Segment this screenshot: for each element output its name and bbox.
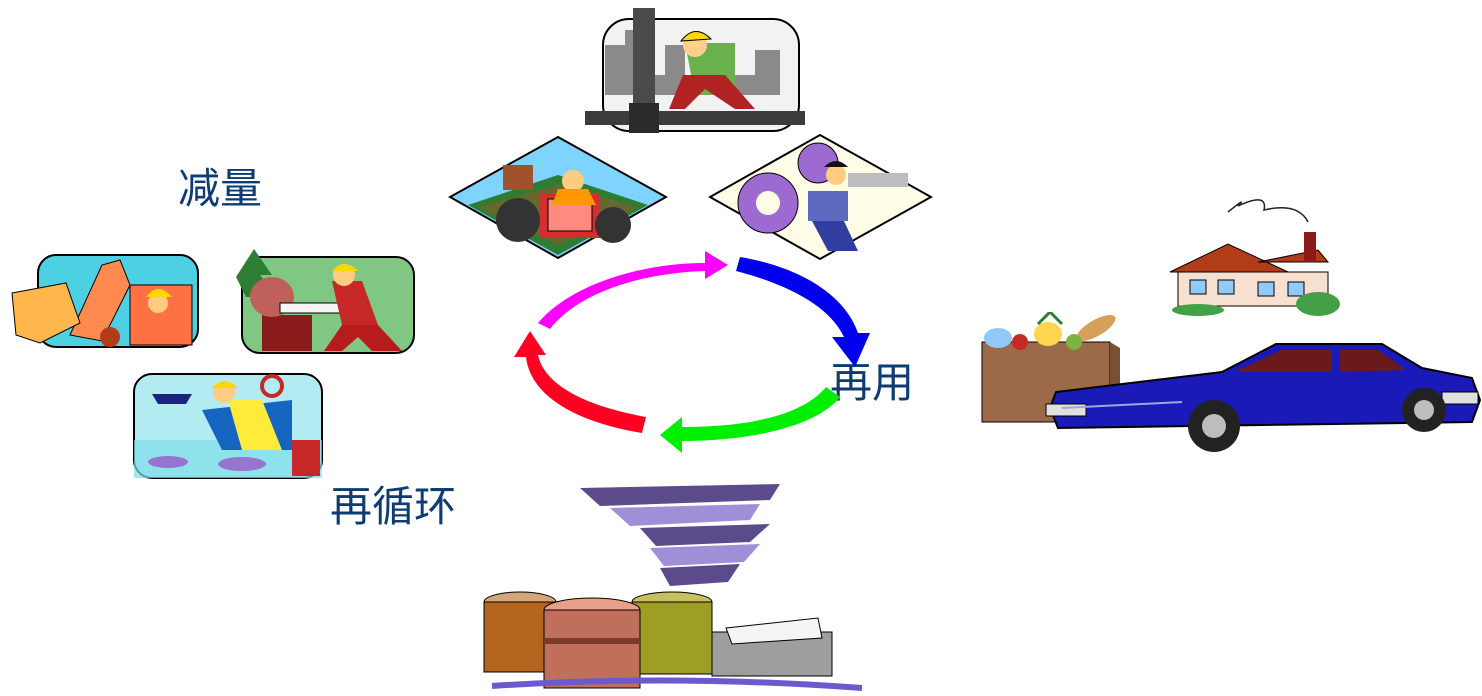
- construction-worker-icon: [585, 8, 805, 133]
- car-icon: [1045, 343, 1482, 452]
- machinist-gears-icon: [708, 133, 933, 261]
- arrow-red: [514, 331, 646, 433]
- fisherman-icon: [133, 373, 323, 479]
- arrow-blue: [736, 257, 870, 367]
- label-reuse: 再用: [830, 358, 915, 407]
- label-recycle: 再循环: [330, 482, 457, 531]
- arrow-green: [660, 387, 840, 453]
- cycle-arrows: [514, 251, 870, 453]
- barrels-icon: [483, 591, 863, 691]
- grocery-bag-icon: [981, 312, 1120, 423]
- lumberjack-icon: [236, 249, 415, 354]
- arrow-magenta: [538, 251, 728, 329]
- waste-tornado-icon: [580, 484, 780, 586]
- excavator-icon: [11, 254, 199, 348]
- farmer-tractor-icon: [448, 135, 668, 260]
- house-icon: [1169, 199, 1340, 316]
- label-reduce: 减量: [178, 164, 263, 213]
